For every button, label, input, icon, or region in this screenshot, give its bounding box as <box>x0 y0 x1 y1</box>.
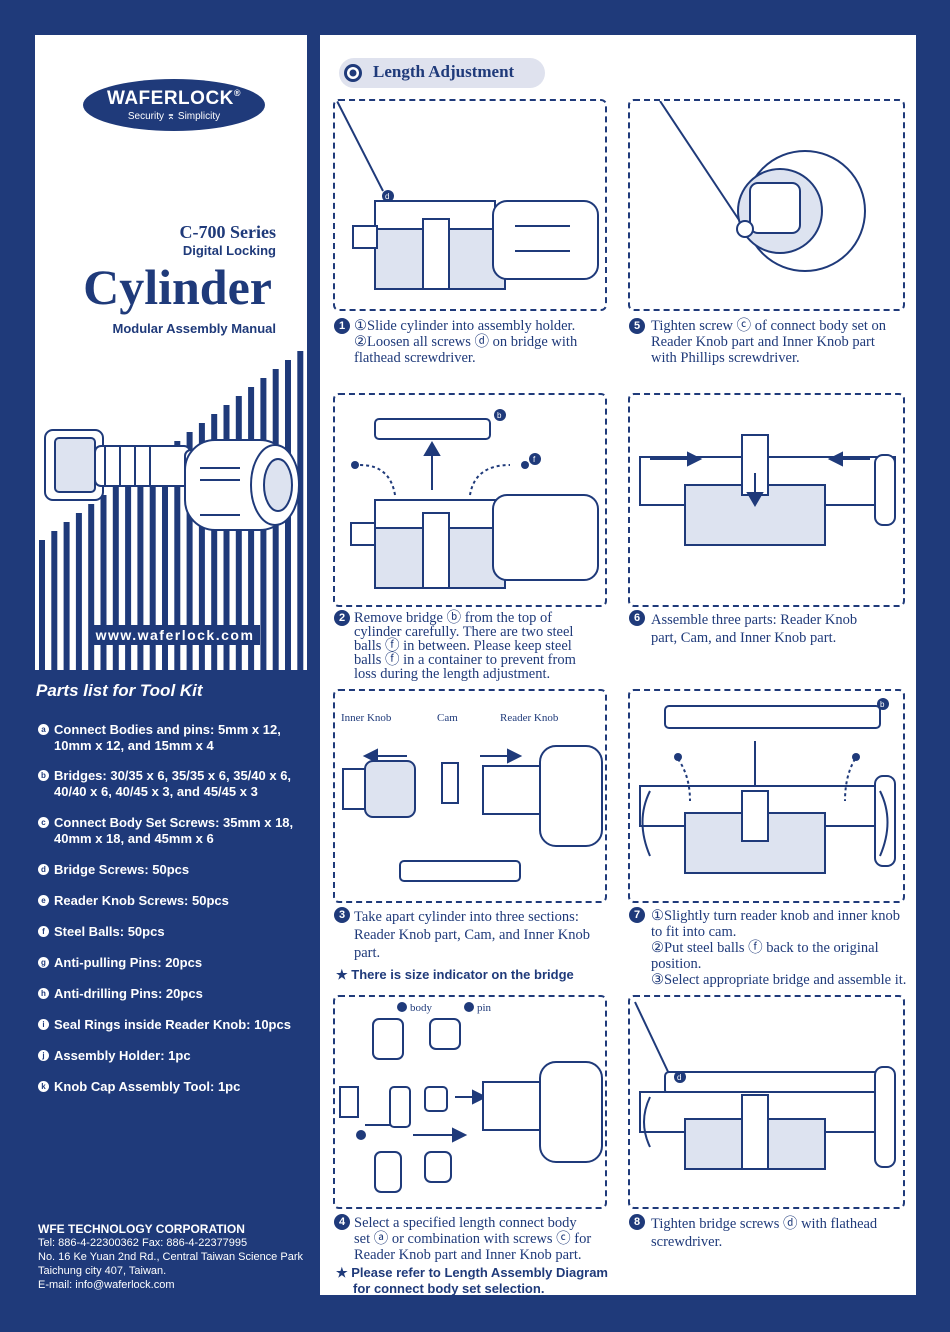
step-number: 4 <box>334 1214 350 1230</box>
step-4-note: ★ Please refer to Length Assembly Diagra… <box>336 1265 608 1296</box>
label-d: d <box>677 1073 681 1082</box>
company-city: Taichung city 407, Taiwan. <box>38 1265 167 1277</box>
company-info: WFE TECHNOLOGY CORPORATION Tel: 886-4-22… <box>38 1222 308 1292</box>
waferlock-logo <box>83 79 265 131</box>
label-reader-knob: Reader Knob <box>500 712 559 724</box>
step-number: 3 <box>334 907 350 923</box>
section-title: Length Adjustment <box>373 62 515 81</box>
stripe <box>63 522 70 675</box>
step-3-note: ★ There is size indicator on the bridge <box>336 967 574 982</box>
step-number: 5 <box>629 318 645 334</box>
step-number: 7 <box>629 907 645 923</box>
step-8-illustration: d <box>628 995 905 1209</box>
step-2-illustration: b f <box>333 393 607 607</box>
stripe <box>100 495 107 675</box>
stripe <box>186 432 193 675</box>
label-d: d <box>385 192 389 201</box>
step-number: 2 <box>334 610 350 626</box>
step-7-illustration: b <box>628 689 905 903</box>
stripe <box>75 513 82 675</box>
brand-tagline: Security ⌆ Simplicity <box>127 111 221 122</box>
stripe <box>223 405 230 675</box>
stripe <box>88 504 95 675</box>
label-b: b <box>880 700 885 709</box>
cylinder-illustration <box>44 429 300 531</box>
parts-list-title: Parts list for Tool Kit <box>36 681 203 700</box>
section-header <box>339 58 545 88</box>
company-address: No. 16 Ke Yuan 2nd Rd., Central Taiwan S… <box>38 1251 303 1263</box>
label-f: f <box>533 455 536 464</box>
cover-title: Cylinder <box>83 259 272 315</box>
step-6-illustration <box>628 393 905 607</box>
step-4-illustration: body pin <box>333 995 607 1209</box>
series-label: C-700 Series <box>179 222 276 242</box>
company-email[interactable]: E-mail: info@waferlock.com <box>38 1279 175 1291</box>
cover-subtitle: Modular Assembly Manual <box>112 321 277 336</box>
stripe <box>137 468 144 675</box>
label-inner-knob: Inner Knob <box>341 712 392 724</box>
stripe <box>39 540 45 675</box>
step-number: 1 <box>334 318 350 334</box>
label-cam: Cam <box>437 712 458 724</box>
stripe <box>297 351 304 675</box>
stripe <box>125 477 132 675</box>
stripe <box>174 441 181 675</box>
stripe <box>51 531 58 675</box>
stripe <box>162 450 168 675</box>
step-7-caption: ①Slightly turn reader knob and inner kno… <box>651 908 907 988</box>
step-5-illustration <box>628 99 905 311</box>
website-link[interactable]: www.waferlock.com <box>90 625 260 645</box>
stripe <box>198 423 205 675</box>
label-pin: pin <box>477 1002 492 1014</box>
step-number: 6 <box>629 610 645 626</box>
digital-label: Digital Locking <box>182 243 276 258</box>
label-body: body <box>410 1002 433 1014</box>
company-phone: Tel: 886-4-22300362 Fax: 886-4-22377995 <box>38 1237 248 1249</box>
step-3-illustration: Inner Knob Cam Reader Knob <box>333 689 607 903</box>
brand-name: WAFERLOCK® <box>106 88 242 109</box>
step-number: 8 <box>629 1214 645 1230</box>
stripe <box>149 459 156 675</box>
step-3-caption: Take apart cylinder into three sections:… <box>354 909 590 961</box>
label-b: b <box>497 411 502 420</box>
stripe <box>112 486 119 675</box>
stripe <box>235 396 242 675</box>
target-icon <box>344 64 362 82</box>
company-name: WFE TECHNOLOGY CORPORATION <box>38 1222 245 1236</box>
stripe-background <box>39 351 304 675</box>
step-1-caption: ①Slide cylinder into assembly holder.②Lo… <box>354 318 578 366</box>
step-1-illustration: d <box>333 99 607 311</box>
parts-panel <box>35 670 307 1295</box>
stripe <box>211 414 218 675</box>
